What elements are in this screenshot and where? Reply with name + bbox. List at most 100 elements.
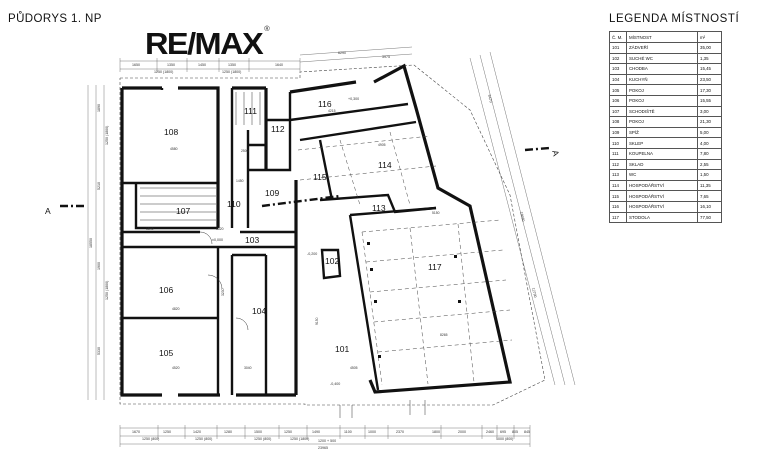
- logo-text: RE/MAX: [145, 26, 264, 61]
- room-label-103: 103: [245, 235, 259, 245]
- room-label-113: 113: [372, 203, 386, 213]
- dim-left-1: 1250 (1800): [105, 126, 109, 145]
- dim-top-sub-1: 1250 (1800): [222, 70, 241, 74]
- dim-bottom-row1-label: 1280: [224, 430, 232, 434]
- site-boundary: [119, 64, 546, 406]
- room-label-102: 102: [325, 256, 339, 266]
- exterior-walls: [120, 63, 512, 397]
- dim-right-2: 6470: [487, 94, 493, 103]
- section-mark-left: A: [45, 206, 51, 216]
- dim-inner-6: 4215: [328, 109, 336, 113]
- dim-left-0: 1890: [97, 104, 101, 112]
- dim-bottom-row2-label: 1250 (1800): [290, 437, 309, 441]
- level-mark-103: ±0,000: [212, 238, 223, 242]
- section-mark-right: A: [550, 149, 561, 157]
- dim-bottom-row1-label: 2460: [486, 430, 494, 434]
- dim-right-1: 12790: [531, 287, 537, 298]
- barn-structural-grid: [297, 131, 513, 386]
- dim-inner-5: 2500: [241, 149, 249, 153]
- barn-columns: [367, 242, 461, 358]
- plan-title: PŮDORYS 1. NP: [8, 13, 102, 25]
- room-label-107: 107: [176, 206, 190, 216]
- legend-header-area: m²: [697, 31, 722, 43]
- dimension-ticks: [119, 58, 531, 447]
- dim-inner-2: 4820: [172, 307, 180, 311]
- dim-bottom-row1-label: 1250: [284, 430, 292, 434]
- dimension-lines: [87, 46, 576, 445]
- legend-room-area: 77,50: [697, 211, 722, 224]
- stair-treads: [140, 92, 261, 221]
- dim-bottom-row1-label: 1250: [163, 430, 171, 434]
- level-mark-101: -0,400: [330, 382, 340, 386]
- logo-registered-mark: ®: [264, 26, 269, 33]
- legend-title: LEGENDA MÍSTNOSTÍ: [609, 13, 740, 25]
- dim-bottom-total: 23965: [318, 446, 328, 450]
- dim-inner-0: 4580: [170, 147, 178, 151]
- level-mark-116: +0,300: [348, 97, 359, 101]
- dim-inner-8: 8265: [440, 333, 448, 337]
- dim-top-sub-0: 1250 (1800): [154, 70, 173, 74]
- dim-bottom-row1-label: 1000: [368, 430, 376, 434]
- room-label-106: 106: [159, 285, 173, 295]
- dim-bottom-row2-label: 1250 (800): [195, 437, 212, 441]
- dim-left-2: 5210: [97, 182, 101, 190]
- dim-bottom-row2-label: 1000 (800): [496, 437, 513, 441]
- dim-bottom-row1-label: 1670: [132, 430, 140, 434]
- dim-right-0: 16680: [519, 211, 525, 222]
- dim-inner-13: 3230: [221, 288, 225, 296]
- dim-inner-7: 5150: [432, 211, 440, 215]
- legend-header-row: Č. M. MÍSTNOST m²: [609, 31, 722, 43]
- room-label-111: 111: [244, 106, 257, 116]
- dim-bottom-row1-label: 1800: [432, 430, 440, 434]
- legend-header-name: MÍSTNOST: [626, 31, 698, 43]
- room-label-109: 109: [265, 188, 279, 198]
- dim-bottom-row1-label: 1420: [193, 430, 201, 434]
- dim-top-3: 1350: [228, 63, 236, 67]
- dim-bottom-row1-label: 2000: [458, 430, 466, 434]
- dim-bottom-row1-label: 1490: [312, 430, 320, 434]
- dim-bottom-row2-label: 1250 (800): [142, 437, 159, 441]
- room-label-101: 101: [335, 344, 349, 354]
- level-mark-102: -0,200: [307, 252, 317, 256]
- room-label-110: 110: [227, 199, 241, 209]
- interior-walls: [122, 88, 437, 395]
- dim-left-5: 5330: [97, 347, 101, 355]
- dim-bottom-row1-label: 1100: [344, 430, 352, 434]
- room-label-116: 116: [318, 99, 332, 109]
- dim-bottom-row2-label: 1250 (800): [254, 437, 271, 441]
- dim-top-right-1: 3975: [382, 55, 390, 59]
- dim-inner-10: 9150: [315, 317, 319, 325]
- room-label-108: 108: [164, 127, 178, 137]
- remax-logo: RE/MAX®: [145, 26, 270, 62]
- dim-bottom-row1-label: 2370: [396, 430, 404, 434]
- room-label-112: 112: [271, 124, 285, 134]
- dim-inner-12: 1450: [236, 179, 244, 183]
- dim-left-total: 18550: [89, 238, 93, 248]
- dim-top-4: 1640: [275, 63, 283, 67]
- room-label-117: 117: [428, 262, 442, 272]
- room-label-115: 115: [313, 172, 327, 182]
- dim-inner-3: 3040: [244, 366, 252, 370]
- dim-bottom-mid: 1200 + 500: [318, 439, 336, 443]
- dim-top-1: 1350: [167, 63, 175, 67]
- dim-inner-4: 6820: [216, 227, 224, 231]
- dim-inner-1: 4520: [172, 366, 180, 370]
- dim-top-right-0: 6290: [338, 51, 346, 55]
- dim-bottom-row1-label: 845: [524, 430, 530, 434]
- door-swings: [199, 231, 426, 418]
- dim-inner-14: 4905: [378, 143, 386, 147]
- dim-top-0: 1650: [132, 63, 140, 67]
- dim-top-2: 1450: [198, 63, 206, 67]
- room-label-105: 105: [159, 348, 173, 358]
- dim-bottom-row1-label: 695: [500, 430, 506, 434]
- dim-left-4: 1250 (1800): [105, 281, 109, 300]
- section-line-a-a: [60, 146, 551, 208]
- room-label-114: 114: [378, 160, 392, 170]
- dim-inner-9: 4505: [350, 366, 358, 370]
- dim-bottom-row1-label: 805: [512, 430, 518, 434]
- dim-inner-11: 1540: [146, 227, 154, 231]
- room-label-104: 104: [252, 306, 266, 316]
